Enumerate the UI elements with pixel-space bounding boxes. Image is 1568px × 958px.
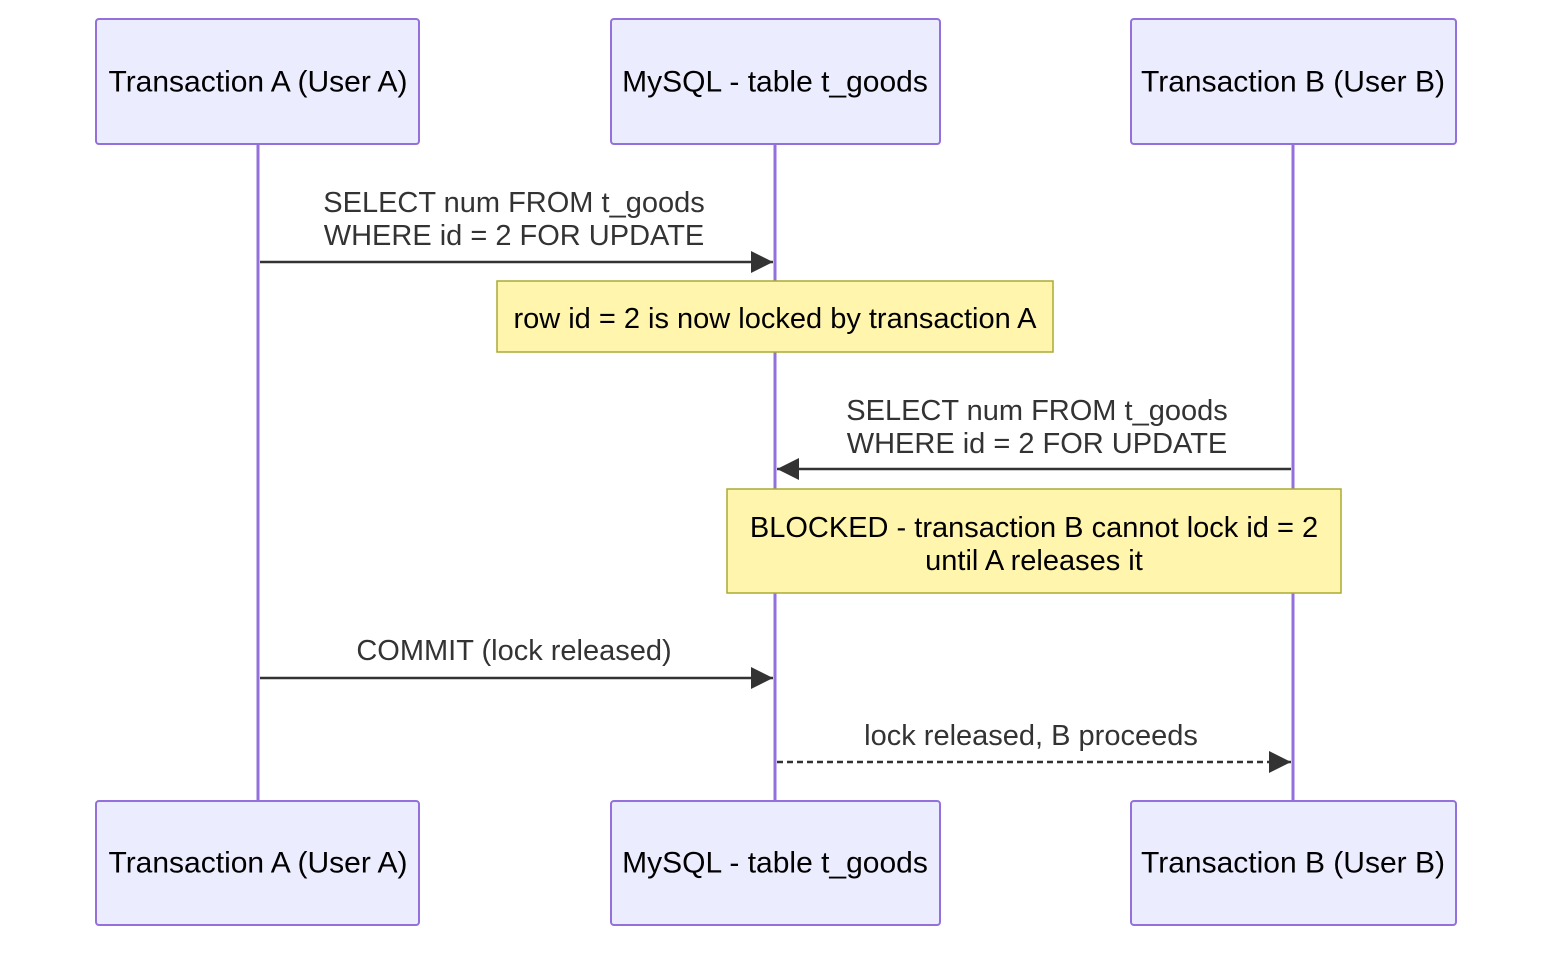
- message-db-lock-released: lock released, B proceeds: [777, 720, 1291, 773]
- message-text-line: WHERE id = 2 FOR UPDATE: [324, 220, 705, 252]
- actor-label: Transaction B (User B): [1141, 66, 1445, 99]
- message-text-line: lock released, B proceeds: [864, 720, 1198, 752]
- message-text-line: SELECT num FROM t_goods: [323, 187, 704, 219]
- note-text-line: until A releases it: [925, 545, 1143, 577]
- note-blocked: BLOCKED - transaction B cannot lock id =…: [726, 488, 1342, 594]
- message-text-line: COMMIT (lock released): [356, 635, 671, 667]
- message-text-line: SELECT num FROM t_goods: [846, 395, 1227, 427]
- actor-label: Transaction A (User A): [108, 66, 407, 99]
- actor-top-transaction-a[interactable]: Transaction A (User A): [95, 18, 420, 145]
- actor-label: MySQL - table t_goods: [622, 847, 928, 880]
- message-b-select-for-update: SELECT num FROM t_goods WHERE id = 2 FOR…: [777, 395, 1291, 480]
- actor-top-mysql[interactable]: MySQL - table t_goods: [610, 18, 941, 145]
- actor-label: MySQL - table t_goods: [622, 66, 928, 99]
- note-text-line: BLOCKED - transaction B cannot lock id =…: [750, 512, 1318, 544]
- actor-top-transaction-b[interactable]: Transaction B (User B): [1130, 18, 1457, 145]
- actor-bottom-transaction-a[interactable]: Transaction A (User A): [95, 800, 420, 926]
- message-text-line: WHERE id = 2 FOR UPDATE: [847, 428, 1228, 460]
- actor-label: Transaction B (User B): [1141, 847, 1445, 880]
- actor-bottom-mysql[interactable]: MySQL - table t_goods: [610, 800, 941, 926]
- actor-bottom-transaction-b[interactable]: Transaction B (User B): [1130, 800, 1457, 926]
- actor-label: Transaction A (User A): [108, 847, 407, 880]
- message-a-commit: COMMIT (lock released): [260, 635, 773, 689]
- note-text-line: row id = 2 is now locked by transaction …: [513, 303, 1037, 335]
- message-a-select-for-update: SELECT num FROM t_goods WHERE id = 2 FOR…: [260, 187, 773, 273]
- note-row-locked: row id = 2 is now locked by transaction …: [496, 280, 1054, 353]
